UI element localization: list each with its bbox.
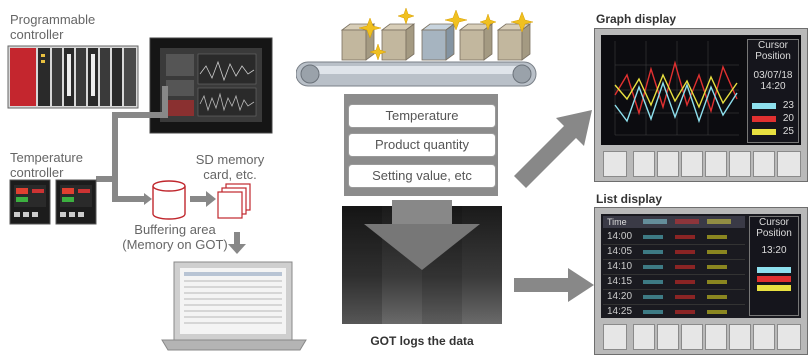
list-row: 14:10 xyxy=(603,260,745,275)
arrow-down-icon xyxy=(228,232,246,254)
programmable-controller-icon xyxy=(7,45,139,109)
graph-legend-row: 23 xyxy=(748,100,798,111)
graph-legend-row: 20 xyxy=(748,113,798,124)
graph-cursor-time: 14:20 xyxy=(760,81,786,92)
connection-lines xyxy=(96,86,168,202)
buffering-area-label: Buffering area (Memory on GOT) xyxy=(122,222,228,252)
programmable-controller-label: Programmable controller xyxy=(10,12,96,42)
got-logs-data-label: GOT logs the data xyxy=(370,334,474,348)
list-legend-red xyxy=(757,276,791,282)
got-terminal-icon xyxy=(149,37,273,134)
graph-series-yellow xyxy=(614,73,738,109)
graph-display-title: Graph display xyxy=(596,12,677,26)
list-legend-cyan xyxy=(757,267,791,273)
list-row: 14:15 xyxy=(603,275,745,290)
list-key-5[interactable] xyxy=(705,324,727,350)
list-cursor-box: Cursor Position 13:20 xyxy=(749,216,799,316)
arrow-to-sd-icon xyxy=(190,191,216,207)
conveyor-belt-illustration xyxy=(296,7,537,87)
list-display-panel: Time 14:00 14:05 14:10 xyxy=(594,207,808,355)
data-item-setting-value: Setting value, etc xyxy=(348,164,496,188)
graph-series-cyan xyxy=(614,80,738,124)
graph-key-1[interactable] xyxy=(603,151,627,177)
graph-key-2[interactable] xyxy=(633,151,655,177)
list-key-2[interactable] xyxy=(633,324,655,350)
list-header-time: Time xyxy=(607,217,627,227)
buffer-cylinder-icon xyxy=(152,180,186,220)
temperature-controller-label: Temperature controller xyxy=(10,150,83,180)
graph-cursor-box: Cursor Position 03/07/18 14:20 23 20 25 xyxy=(747,39,799,143)
data-item-temperature: Temperature xyxy=(348,104,496,128)
list-key-1[interactable] xyxy=(603,324,627,350)
list-key-7[interactable] xyxy=(753,324,775,350)
list-display-title: List display xyxy=(596,192,663,206)
list-row: 14:05 xyxy=(603,245,745,260)
list-cursor-time: 13:20 xyxy=(761,245,787,256)
list-display-screen: Time 14:00 14:05 14:10 xyxy=(601,214,801,318)
list-key-3[interactable] xyxy=(657,324,679,350)
list-legend-yellow xyxy=(757,285,791,291)
data-item-product-quantity: Product quantity xyxy=(348,133,496,157)
graph-key-5[interactable] xyxy=(705,151,727,177)
arrow-up-right-icon xyxy=(514,110,592,188)
list-header-row: Time xyxy=(603,216,745,228)
list-row: 14:25 xyxy=(603,305,745,319)
graph-key-8[interactable] xyxy=(777,151,801,177)
graph-display-panel: Cursor Position 03/07/18 14:20 23 20 25 xyxy=(594,28,808,182)
legend-swatch-cyan xyxy=(752,102,776,109)
laptop-icon xyxy=(161,261,307,351)
sd-memory-label: SD memory card, etc. xyxy=(195,152,265,182)
list-key-6[interactable] xyxy=(729,324,751,350)
graph-cursor-date: 03/07/18 xyxy=(753,70,793,81)
graph-key-7[interactable] xyxy=(753,151,775,177)
graph-plot xyxy=(614,41,739,136)
graph-legend-row: 25 xyxy=(748,126,798,137)
sd-card-icon xyxy=(217,183,251,219)
graph-key-6[interactable] xyxy=(729,151,751,177)
list-row: 14:20 xyxy=(603,290,745,305)
graph-display-screen: Cursor Position 03/07/18 14:20 23 20 25 xyxy=(601,35,801,145)
graph-key-4[interactable] xyxy=(681,151,703,177)
list-row: 14:00 xyxy=(603,230,745,245)
graph-key-3[interactable] xyxy=(657,151,679,177)
list-key-4[interactable] xyxy=(681,324,703,350)
legend-swatch-red xyxy=(752,115,776,122)
got-logging-illustration xyxy=(342,200,502,324)
temperature-controller-icon xyxy=(9,179,97,225)
list-rows: 14:00 14:05 14:10 14:15 xyxy=(603,230,745,319)
left-illustration xyxy=(7,37,307,351)
list-key-8[interactable] xyxy=(777,324,801,350)
legend-swatch-yellow xyxy=(752,128,776,135)
arrow-right-lower-icon xyxy=(514,268,594,302)
arrows-to-displays xyxy=(514,110,594,302)
arrow-right-icon xyxy=(144,193,152,205)
